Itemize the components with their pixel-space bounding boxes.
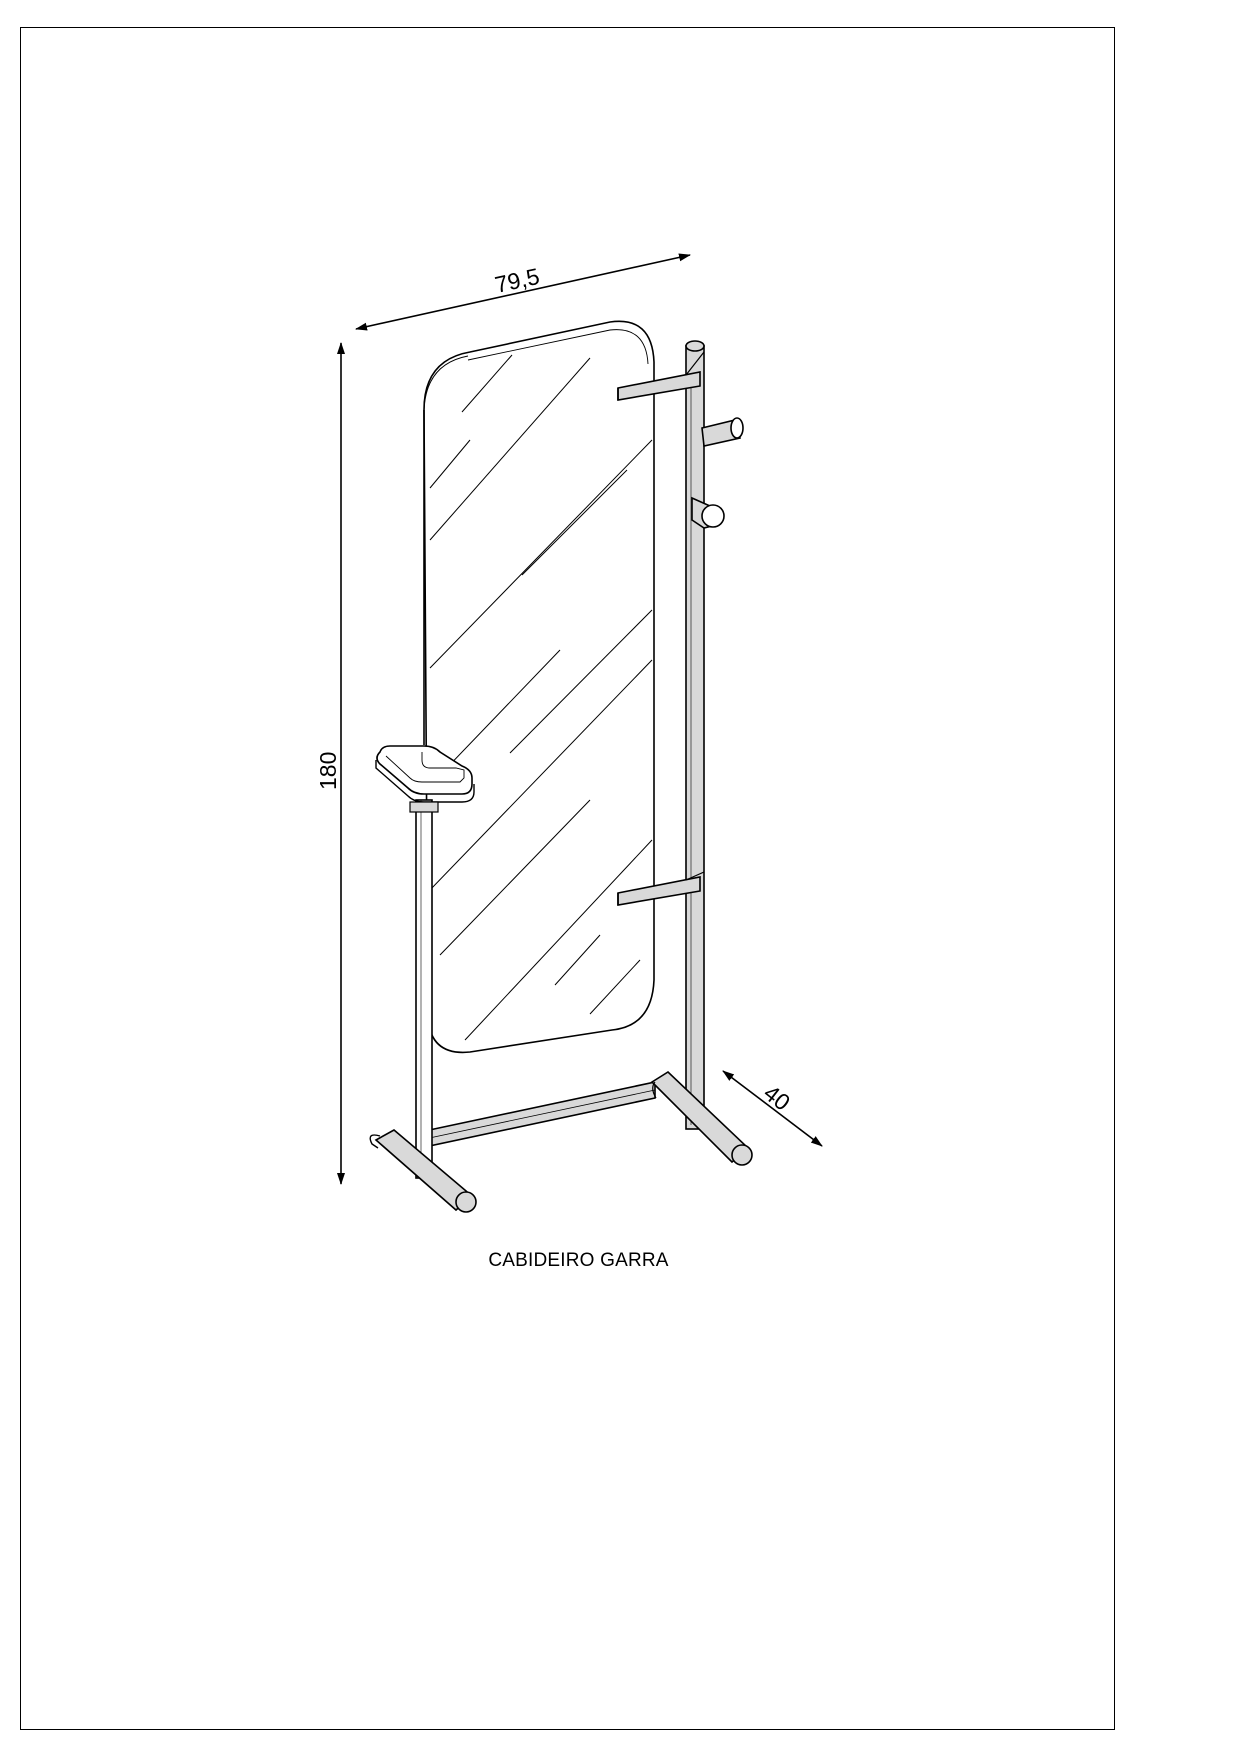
dimension-height-label: 180 <box>315 752 341 790</box>
left-foot <box>369 1129 477 1213</box>
dimension-depth: 40 <box>722 1070 823 1147</box>
right-post <box>685 340 705 1130</box>
left-post <box>415 799 433 1179</box>
base-crossbar <box>419 1081 656 1149</box>
dimension-width-line <box>355 253 691 331</box>
dimension-width-label: 79,5 <box>492 263 541 298</box>
dimension-depth-label: 40 <box>759 1079 795 1115</box>
drawing-title: CABIDEIRO GARRA <box>488 1250 669 1271</box>
dimension-height: 180 <box>315 342 345 1185</box>
upper-arm-hook <box>617 351 705 401</box>
dimension-width: 79,5 <box>355 253 691 331</box>
lower-arm-hook <box>617 871 705 906</box>
sheet-frame <box>20 27 1115 1730</box>
dimension-depth-line <box>722 1070 823 1147</box>
tray <box>375 745 475 813</box>
mirror <box>423 320 655 1054</box>
right-foot <box>650 1070 753 1166</box>
round-peg-hook-lower <box>691 496 725 529</box>
round-peg-hook-upper <box>701 417 744 447</box>
